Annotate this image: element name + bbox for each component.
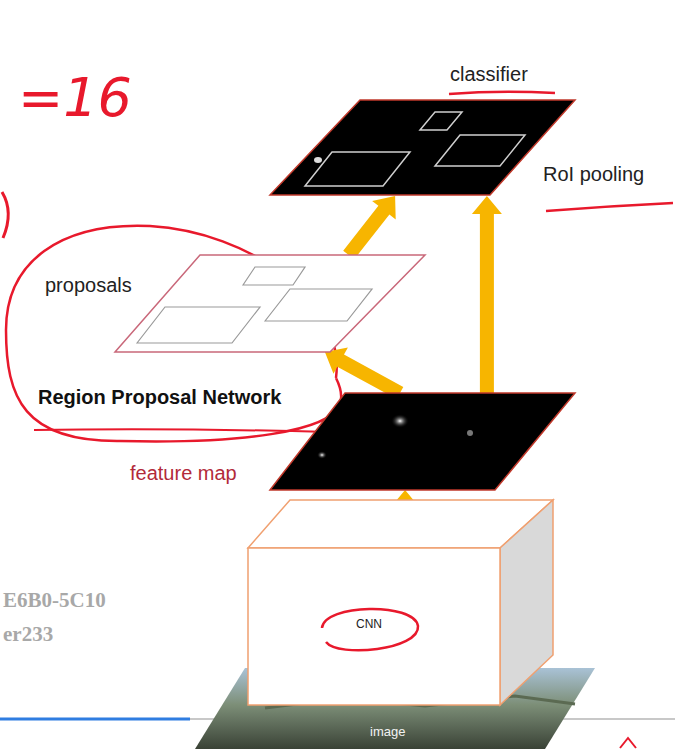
flow-arrow [472, 196, 502, 393]
layer-plane [270, 393, 575, 490]
feature-blob [391, 414, 409, 428]
hand-underline [34, 429, 330, 432]
proposal-plane: proposalsRegion Proposal Network [115, 255, 425, 352]
roi-box [435, 135, 525, 166]
feature-blob [314, 157, 322, 163]
photo [195, 668, 595, 749]
image-label: image [370, 724, 405, 740]
text-holder: CNN [356, 617, 382, 631]
text-holder: er233 [3, 622, 53, 647]
hand-mark [2, 192, 8, 238]
roi-layer: RoI pooling [270, 100, 575, 196]
hand-circle [322, 609, 418, 650]
text-holder: RoI pooling [543, 162, 644, 186]
node-shape [248, 500, 553, 705]
flow-arrow [343, 196, 396, 259]
proposal-box [265, 289, 372, 321]
node-shape [270, 393, 575, 490]
roi-box [305, 152, 410, 186]
block-front [248, 548, 500, 705]
text-holder: proposals [45, 273, 132, 297]
hand-underline [449, 92, 555, 94]
hand-note: =16 [18, 66, 132, 131]
feature-blob [467, 430, 473, 436]
text-holder: Region Proposal Network [38, 385, 281, 409]
node-shape [115, 255, 425, 352]
roi-box [420, 112, 462, 130]
layer-plane [115, 255, 425, 352]
text-holder: =16 [18, 66, 132, 131]
output-label: classifier [450, 62, 528, 86]
node-shape [270, 100, 575, 196]
cnn-block: CNN [248, 500, 553, 705]
feature-blob [317, 451, 327, 459]
photo-detail [265, 696, 575, 708]
proposal-box [243, 267, 305, 285]
plane-label: feature map [130, 461, 237, 485]
hand-underline [546, 203, 673, 211]
text-holder: feature map [130, 461, 237, 485]
text-holder: image [370, 724, 405, 740]
proposal-box [137, 307, 260, 343]
feature-map-plane: feature map [270, 393, 575, 490]
hand-mark [620, 738, 636, 748]
plane-label: proposals [45, 273, 132, 297]
text-holder: E6B0-5C10 [3, 588, 106, 613]
progress-bar [0, 718, 190, 721]
text-holder: classifier [450, 62, 528, 86]
layer-plane [270, 100, 575, 195]
watermark: er233 [3, 622, 53, 647]
block-label: CNN [356, 617, 382, 631]
flow-arrow [325, 348, 403, 400]
watermark: E6B0-5C10 [3, 588, 106, 613]
network-name: Region Proposal Network [38, 385, 281, 409]
layer-label: RoI pooling [543, 162, 644, 186]
